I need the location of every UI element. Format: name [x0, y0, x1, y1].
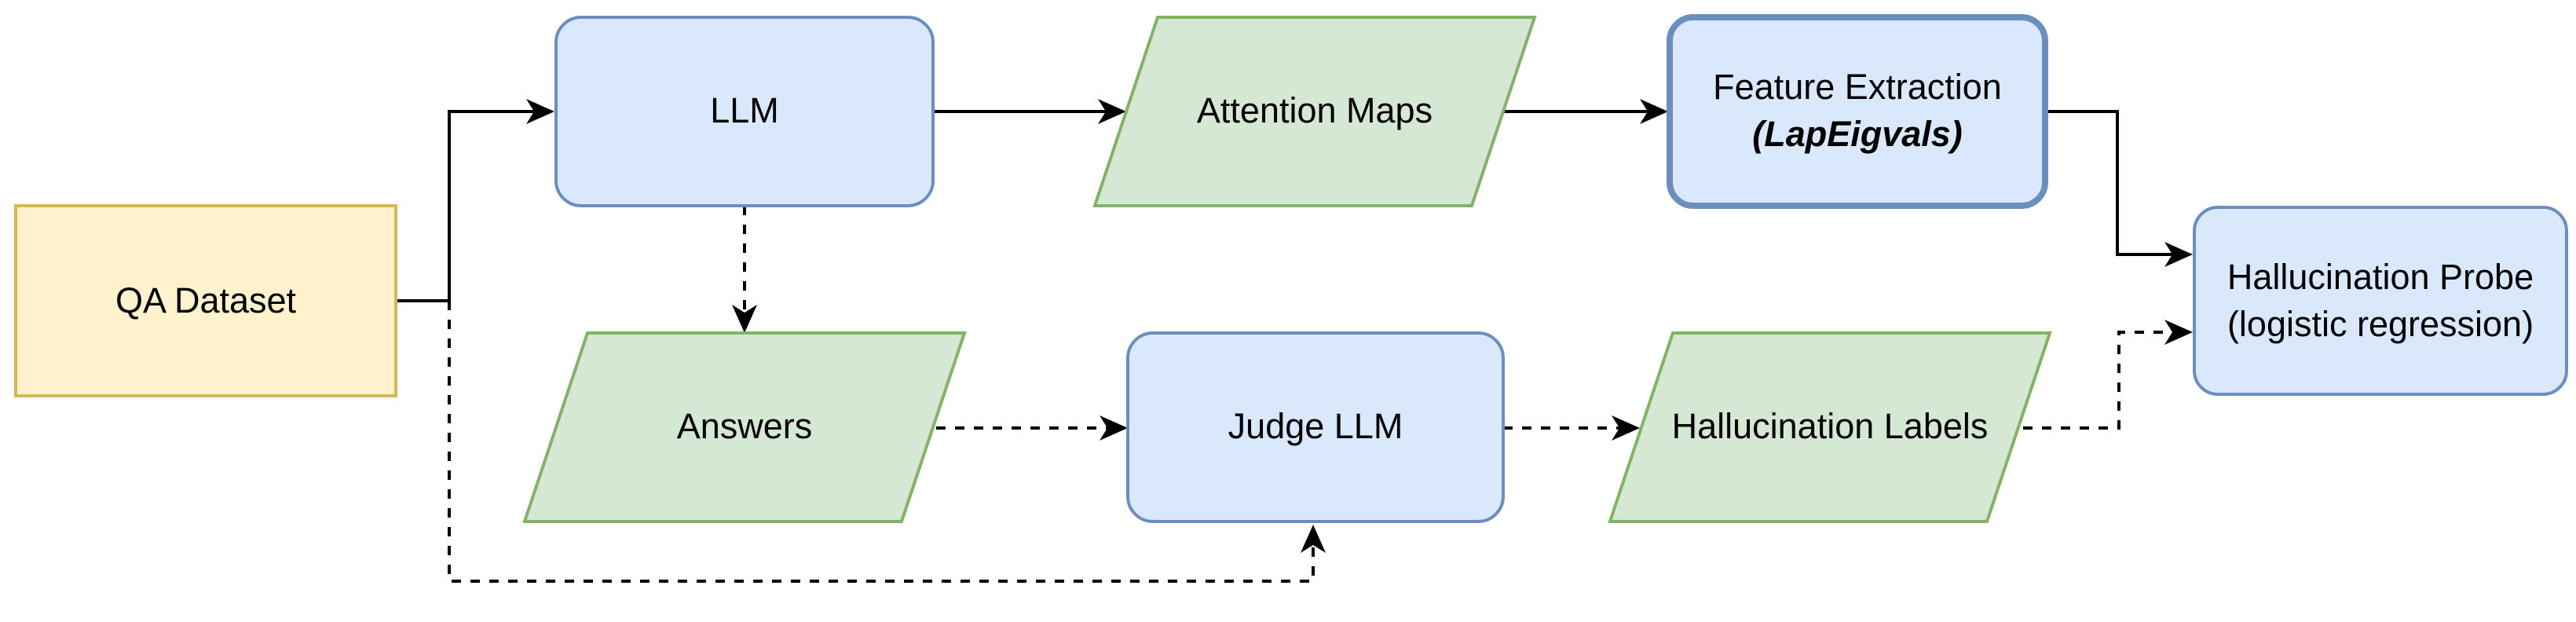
- node-hallucination-labels: Hallucination Labels: [1608, 331, 2052, 523]
- node-feature-extraction: Feature Extraction (LapEigvals): [1667, 14, 2048, 209]
- qa-dataset-label: QA Dataset: [115, 280, 297, 320]
- edge-dataset-to-judge: [448, 301, 1315, 583]
- qa-dataset-box: [14, 204, 397, 397]
- feature-extraction-sublabel: (LapEigvals): [1752, 114, 1963, 154]
- feature-extraction-label: Feature Extraction: [1713, 67, 2002, 107]
- llm-label: LLM: [710, 90, 779, 130]
- node-attention-maps: Attention Maps: [1092, 16, 1537, 207]
- node-answers: Answers: [522, 331, 967, 523]
- arrowhead-probe-bottom: [2164, 320, 2193, 345]
- node-hallucination-probe: Hallucination Probe (logistic regression…: [2193, 206, 2568, 396]
- answers-shape: [522, 331, 967, 523]
- arrowhead-answers: [732, 305, 757, 333]
- arrowhead-probe-top: [2164, 242, 2193, 267]
- node-judge-llm: Judge LLM: [1126, 331, 1505, 523]
- arrowhead-feature: [1640, 99, 1668, 124]
- llm-box: [554, 16, 935, 207]
- attention-maps-shape: [1092, 16, 1537, 207]
- arrowhead-llm: [526, 99, 554, 124]
- judge-llm-label: Judge LLM: [1228, 406, 1403, 446]
- hallucination-probe-sublabel: (logistic regression): [2227, 304, 2534, 344]
- arrowhead-labels: [1612, 415, 1640, 441]
- node-llm: LLM: [554, 16, 935, 207]
- judge-llm-box: [1126, 331, 1505, 523]
- arrowhead-judge-bottom: [1301, 525, 1326, 553]
- attention-maps-label: Attention Maps: [1197, 90, 1433, 130]
- edges: [396, 99, 2193, 583]
- node-qa-dataset: QA Dataset: [14, 204, 397, 397]
- hallucination-probe-label: Hallucination Probe: [2227, 257, 2534, 297]
- hallucination-probe-box: [2193, 206, 2568, 396]
- feature-extraction-box: [1667, 14, 2048, 209]
- answers-label: Answers: [677, 406, 813, 446]
- arrowhead-attention: [1098, 99, 1126, 124]
- arrowhead-judge-left: [1100, 415, 1128, 441]
- hallucination-labels-shape: [1608, 331, 2052, 523]
- hallucination-labels-label: Hallucination Labels: [1672, 406, 1989, 446]
- edge-dataset-to-llm: [396, 110, 551, 302]
- edge-feature-to-probe: [2045, 110, 2172, 256]
